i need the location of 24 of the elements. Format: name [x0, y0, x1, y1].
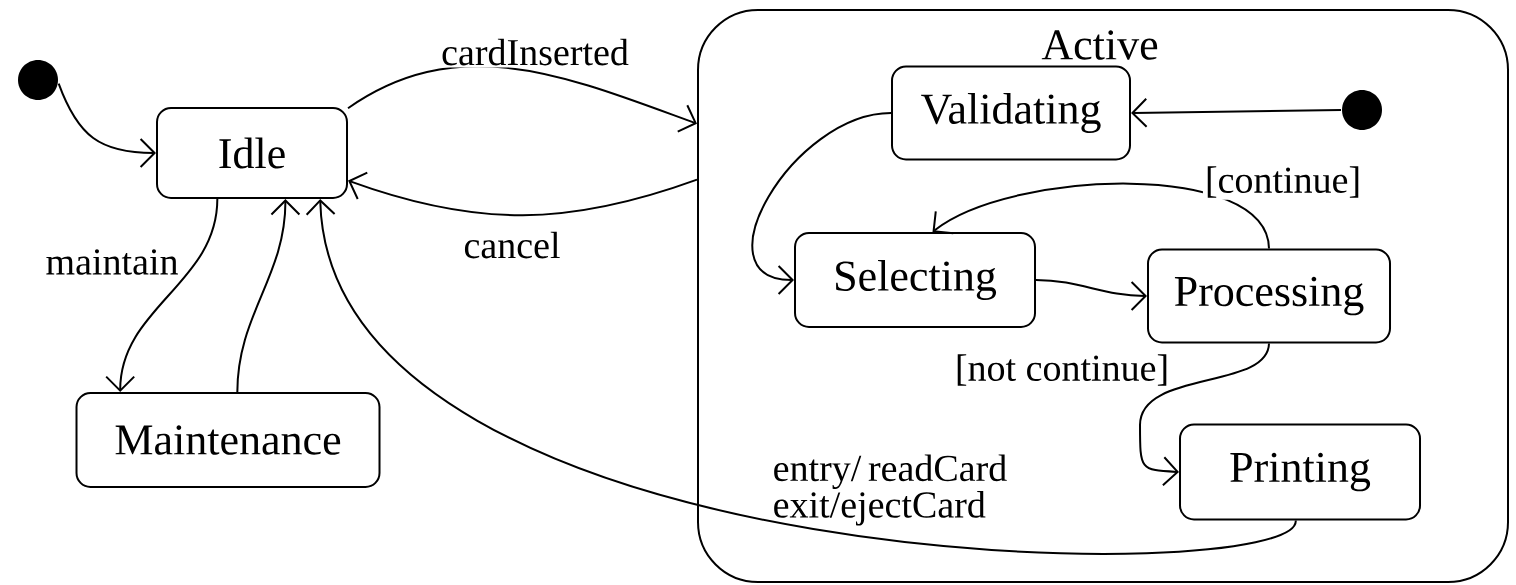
transition-arrow: [347, 65, 697, 133]
state-box: Selecting: [794, 232, 1036, 328]
transition-arrow: [348, 171, 698, 217]
edge-label: cancel: [461, 229, 563, 261]
state-box: Maintenance: [75, 392, 381, 488]
transition-arrow: [1035, 279, 1147, 311]
state-box: Idle: [156, 107, 348, 199]
transition-arrow: [1139, 342, 1270, 487]
edge-label: [not continue]: [952, 352, 1172, 388]
initial-state: [1342, 90, 1382, 130]
edge-label: maintain: [43, 247, 181, 277]
transition-arrow: [236, 199, 301, 393]
transition-arrow: [752, 112, 892, 295]
state-box: Validating: [891, 65, 1131, 161]
initial-state: [18, 60, 58, 100]
state-box: Processing: [1147, 248, 1391, 344]
state-box: Printing: [1179, 423, 1421, 521]
edge-label: [continue]: [1202, 164, 1364, 200]
transition-arrow: [305, 199, 1297, 555]
transition-arrow: [57, 82, 156, 168]
edge-label: cardInserted: [439, 36, 631, 68]
transition-arrow: [105, 198, 219, 392]
transition-arrow: [1131, 97, 1342, 128]
transition-arrow: [932, 182, 1270, 250]
